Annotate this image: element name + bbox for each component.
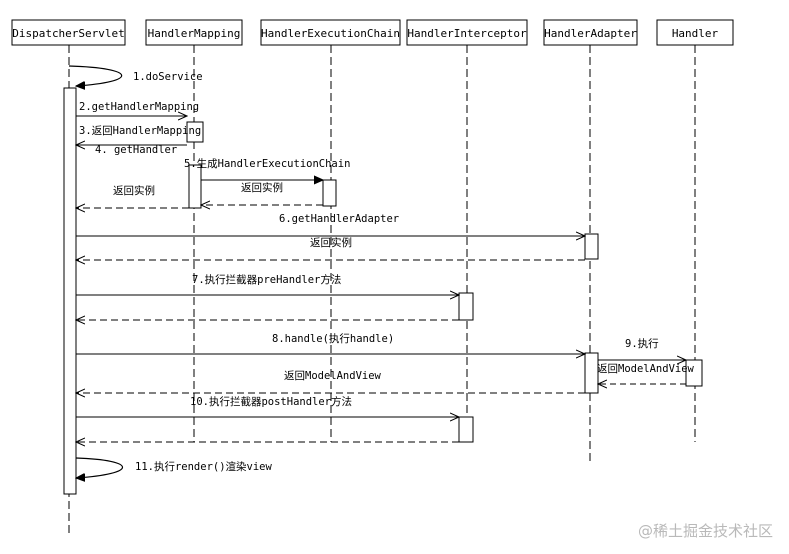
participant-handler-adapter: HandlerAdapter [543,19,638,46]
message-8-handle: 8.handle(执行handle) [76,332,585,354]
message-9-execute: 9.执行 [598,337,686,360]
message-3-return-handlermapping: 3.返回HandlerMapping [79,125,201,137]
message-label: 返回实例 [310,236,352,249]
participant-label: DispatcherServlet [12,27,125,40]
message-label: 返回ModelAndView [597,363,695,375]
participant-label: HandlerInterceptor [407,27,527,40]
watermark: @稀土掘金技术社区 [638,522,773,540]
message-label: 11.执行render()渲染view [135,460,273,473]
message-label: 4. getHandler [95,144,177,156]
message-6-gethandleradapter: 6.getHandlerAdapter [76,213,585,236]
activation-handler-execution-chain [322,179,337,207]
message-6-return-instance: 返回实例 [76,236,585,260]
activation-dispatcher-servlet [63,87,77,495]
message-label: 9.执行 [625,337,659,350]
participant-label: HandlerExecutionChain [261,27,400,40]
activation-handler [685,359,703,387]
activation-handler-interceptor-2 [458,416,474,443]
message-1-doservice: 1.doService [68,65,203,86]
message-4-return-instance: 返回实例 [76,184,189,208]
activation-handler-adapter-1 [584,233,599,260]
message-label: 3.返回HandlerMapping [79,125,201,137]
participant-dispatcher-servlet: DispatcherServlet [11,19,126,46]
message-10-posthandler: 10.执行拦截器postHandler方法 [76,395,459,417]
message-8-return-modelandview: 返回ModelAndView [76,370,585,393]
participant-handler-interceptor: HandlerInterceptor [406,19,528,46]
participant-handler: Handler [656,19,734,46]
message-4-gethandler: 4. getHandler [76,144,187,156]
message-5-create-chain: 5.生成HandlerExecutionChain [184,157,350,180]
participant-handler-mapping: HandlerMapping [145,19,243,46]
participant-label: Handler [672,27,719,40]
participant-label: HandlerAdapter [544,27,637,40]
activation-handler-mapping-1 [186,121,204,143]
activation-handler-mapping-2 [188,164,202,209]
message-label: 返回ModelAndView [284,370,382,382]
participant-handler-execution-chain: HandlerExecutionChain [260,19,401,46]
activation-handler-adapter-2 [584,352,599,394]
message-9-return-modelandview: 返回ModelAndView [597,363,695,384]
message-2-gethandlermapping: 2.getHandlerMapping [76,101,199,116]
message-7-prehandler: 7.执行拦截器preHandler方法 [76,273,459,295]
message-label: 返回实例 [113,184,155,197]
message-label: 7.执行拦截器preHandler方法 [192,273,341,286]
message-label: 2.getHandlerMapping [79,101,199,113]
message-label: 1.doService [133,71,203,83]
message-5-return-instance: 返回实例 [201,181,323,205]
message-11-render: 11.执行render()渲染view [76,457,273,478]
message-label: 5.生成HandlerExecutionChain [184,157,350,170]
participant-label: HandlerMapping [148,27,241,40]
message-label: 返回实例 [241,181,283,194]
message-label: 8.handle(执行handle) [272,332,394,345]
message-label: 10.执行拦截器postHandler方法 [190,395,352,408]
message-label: 6.getHandlerAdapter [279,213,399,225]
activation-handler-interceptor-1 [458,292,474,321]
